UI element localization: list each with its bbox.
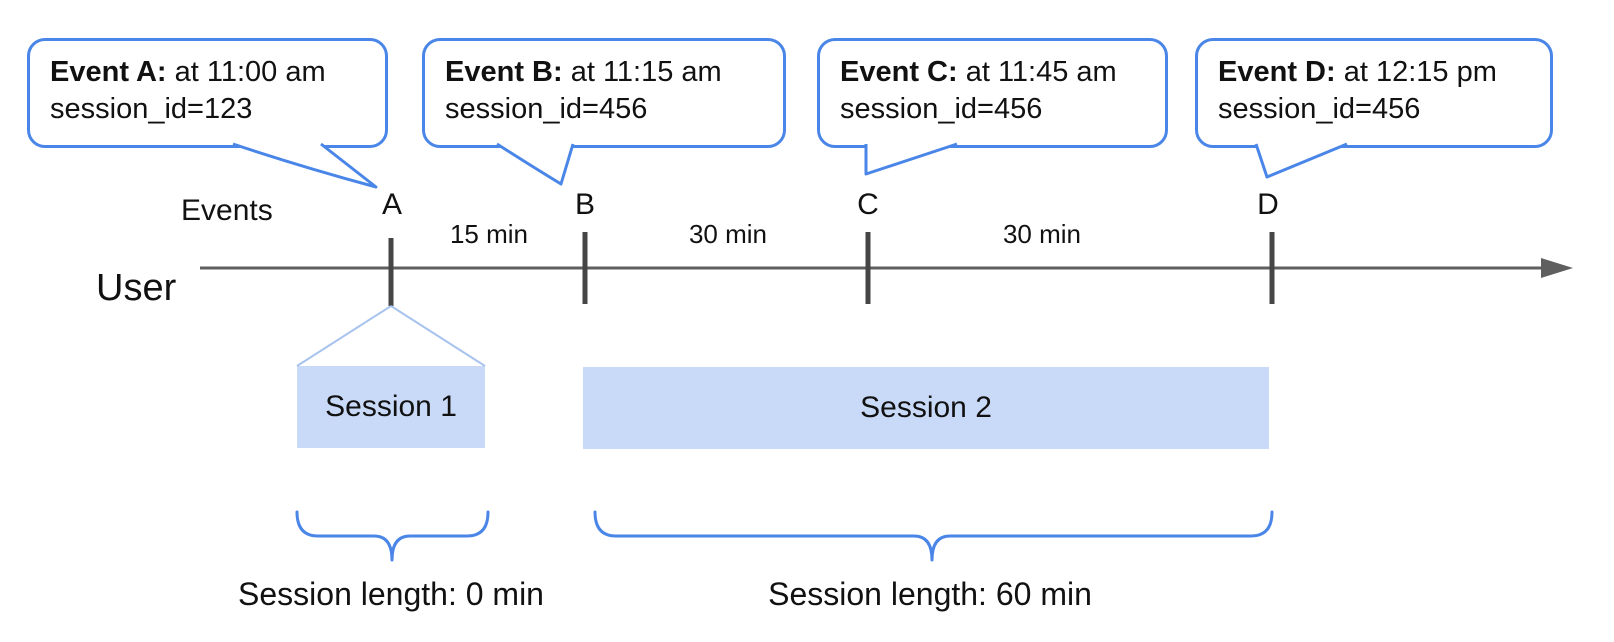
event-a-name: Event A: <box>50 56 167 88</box>
interval-b-c: 30 min <box>688 219 768 249</box>
event-a-callout: Event A: at 11:00 am session_id=123 <box>27 38 388 148</box>
session-1-bar: Session 1 <box>297 366 485 448</box>
event-b-session-id: session_id=456 <box>445 93 648 125</box>
session-2-length-label: Session length: 60 min <box>768 576 1092 612</box>
event-b-callout-tail <box>496 142 575 186</box>
event-d-callout-tail <box>1254 142 1348 179</box>
event-d-time: at 12:15 pm <box>1335 56 1497 88</box>
event-a-time: at 11:00 am <box>166 56 326 88</box>
interval-c-d: 30 min <box>1002 219 1082 249</box>
event-b-title-line: Event B: at 11:15 am <box>445 54 763 91</box>
event-b-time: at 11:15 am <box>562 56 722 88</box>
session-2-label: Session 2 <box>860 391 992 424</box>
event-a-title-line: Event A: at 11:00 am <box>50 54 365 91</box>
user-row-label: User <box>96 267 177 309</box>
event-c-callout-tail <box>864 142 958 176</box>
event-d-callout: Event D: at 12:15 pm session_id=456 <box>1195 38 1553 148</box>
event-c-time: at 11:45 am <box>957 56 1117 88</box>
event-c-session-id: session_id=456 <box>840 93 1043 125</box>
session-2-brace <box>593 510 1274 562</box>
interval-a-b: 15 min <box>449 219 529 249</box>
event-d-title-line: Event D: at 12:15 pm <box>1218 54 1530 91</box>
marker-d: D <box>1257 188 1279 221</box>
event-c-name: Event C: <box>840 56 958 88</box>
event-d-session-id: session_id=456 <box>1218 93 1421 125</box>
event-b-name: Event B: <box>445 56 563 88</box>
session-1-brace <box>295 510 490 562</box>
event-d-name: Event D: <box>1218 56 1336 88</box>
funnel-left-line <box>296 305 392 367</box>
event-c-callout: Event C: at 11:45 am session_id=456 <box>817 38 1168 148</box>
events-row-label: Events <box>181 194 273 227</box>
session-2-bar: Session 2 <box>583 367 1269 449</box>
marker-c: C <box>857 188 879 221</box>
event-a-session-id: session_id=123 <box>50 93 253 125</box>
funnel-right-line <box>390 305 486 367</box>
timeline-arrowhead-icon <box>1541 258 1573 278</box>
marker-a: A <box>381 188 403 221</box>
session-1-label: Session 1 <box>325 390 457 423</box>
event-b-callout: Event B: at 11:15 am session_id=456 <box>422 38 786 148</box>
event-a-callout-tail <box>232 142 378 189</box>
marker-b: B <box>574 188 596 221</box>
session-1-length-label: Session length: 0 min <box>238 576 544 612</box>
event-c-title-line: Event C: at 11:45 am <box>840 54 1145 91</box>
